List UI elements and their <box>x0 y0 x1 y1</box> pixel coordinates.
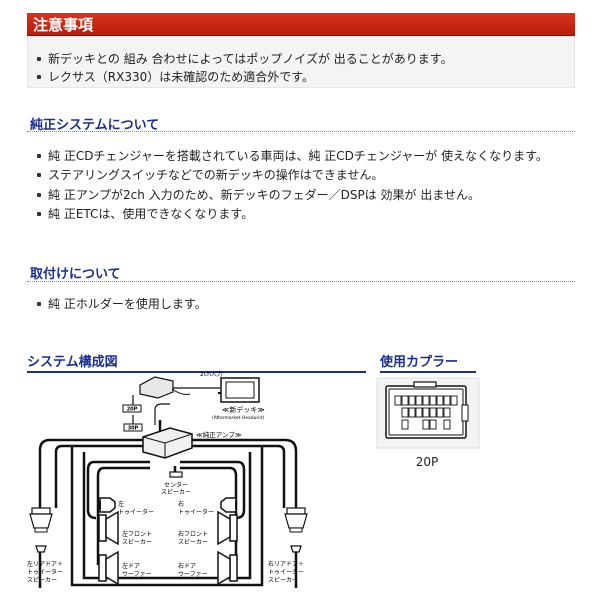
genuine-item: 純 正ETCは、使用できなくなります。 <box>37 207 253 221</box>
wiring <box>38 420 298 588</box>
install-heading: 取付けについて <box>30 267 121 282</box>
left-rear-speaker <box>29 507 53 553</box>
genuine-heading: 純正システムについて <box>30 118 160 133</box>
right-rear-speaker <box>284 507 308 553</box>
bullet-icon <box>37 172 41 177</box>
amp-label: ≪純正アンプ≫ <box>196 430 242 439</box>
right-tweeter-label: 右 <box>178 500 184 508</box>
bullet-icon <box>37 301 41 306</box>
bullet-icon <box>37 211 41 216</box>
left-woofer-label: 左ドア <box>122 562 140 570</box>
bullet-icon <box>37 56 41 61</box>
coupler-label: 20P <box>416 455 439 469</box>
input-2ch-label: 2ch入力 <box>200 370 223 378</box>
system-heading: システム構成図 <box>27 351 366 373</box>
right-woofer-label: 右ドア <box>178 562 196 570</box>
right-woofer-label: ウーファー <box>178 570 208 578</box>
connector-30p-label: 30P <box>128 426 139 432</box>
center-speaker-label: センター <box>164 481 188 489</box>
left-rear-label: 左リアドア＋ <box>27 560 63 568</box>
bullet-icon <box>37 192 41 197</box>
right-rear-label: トゥイーター <box>268 568 304 576</box>
left-front-label: 左フロント <box>122 530 152 538</box>
coupler-heading: 使用カプラー <box>380 351 476 373</box>
left-tweeter-label: 左 <box>118 500 124 508</box>
genuine-item: 純 正アンプが2ch 入力のため、新デッキのフェダー／DSPは 効果が 出ません… <box>37 188 480 202</box>
center-speaker-label: スピーカー <box>161 489 191 496</box>
new-deck-label: ≪新デッキ≫ <box>222 405 265 414</box>
notice-banner: 注意事項 <box>27 13 575 36</box>
coupler-image <box>376 377 480 449</box>
right-rear-label: スピーカー <box>268 577 298 584</box>
right-rear-label: 右リアドア＋ <box>268 560 304 568</box>
right-tweeter <box>220 497 237 513</box>
bullet-icon <box>37 74 41 79</box>
genuine-item: 純 正CDチェンジャーを搭載されている車両は、純 正CDチェンジャーが 使えなく… <box>37 149 548 163</box>
heading-divider <box>27 281 575 282</box>
right-tweeter-label: トゥイーター <box>178 508 214 516</box>
left-woofer <box>98 551 119 585</box>
center-speaker <box>169 471 183 478</box>
left-woofer-label: ウーファー <box>122 570 152 578</box>
harness-adapter <box>122 376 191 432</box>
notice-box <box>27 36 575 88</box>
right-front-label: スピーカー <box>178 539 208 546</box>
right-front-label: 右フロント <box>178 530 208 538</box>
left-rear-label: トゥイーター <box>27 568 63 576</box>
notice-item: 新デッキとの 組み 合わせによってはポップノイズが 出ることがあります。 <box>37 52 453 66</box>
left-rear-label: スピーカー <box>27 577 57 584</box>
left-tweeter-label: トゥイーター <box>118 508 154 516</box>
left-front-speaker <box>98 511 119 545</box>
right-woofer <box>217 551 238 585</box>
right-front-speaker <box>217 511 238 545</box>
bullet-icon <box>37 153 41 158</box>
heading-divider <box>27 131 575 132</box>
new-deck-sublabel: (Aftermarket Headunit) <box>212 415 264 421</box>
connector-20p-label: 20P <box>127 407 138 413</box>
notice-item: レクサス（RX330）は未確認のため適合外です。 <box>37 70 314 84</box>
new-deck <box>218 377 260 403</box>
genuine-amp <box>142 427 193 459</box>
left-tweeter <box>99 497 116 513</box>
genuine-item: ステアリングスイッチなどでの新デッキの操作はできません。 <box>37 168 383 182</box>
left-front-label: スピーカー <box>122 539 152 546</box>
notice-title: 注意事項 <box>33 16 94 34</box>
install-item: 純 正ホルダーを使用します。 <box>37 297 207 311</box>
